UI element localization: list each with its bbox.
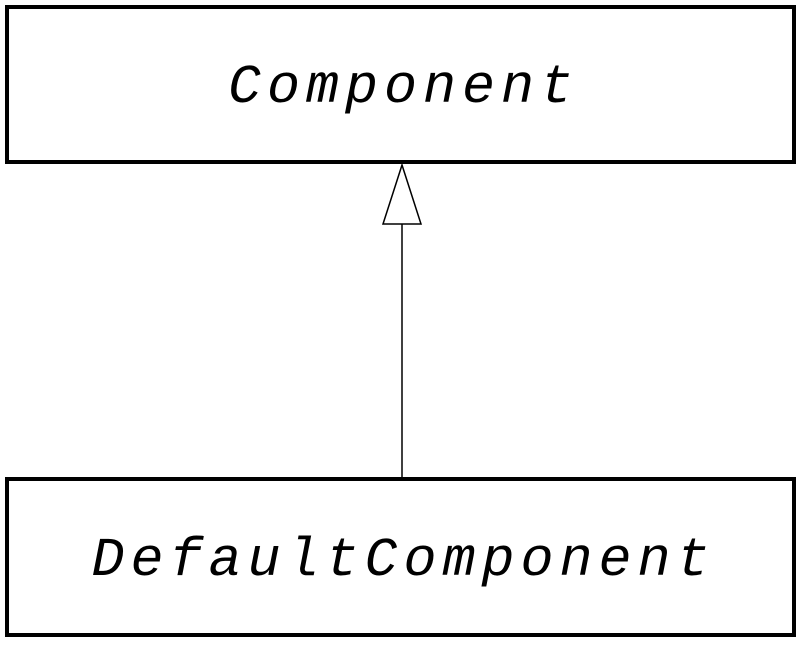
arrow-head-hollow-triangle xyxy=(381,162,423,225)
class-node-component[interactable]: Component xyxy=(5,5,796,164)
class-node-defaultcomponent[interactable]: DefaultComponent xyxy=(5,477,796,637)
inheritance-arrow-icon xyxy=(381,162,423,477)
class-name-label: Component xyxy=(227,56,580,119)
class-name-label: DefaultComponent xyxy=(91,528,716,592)
